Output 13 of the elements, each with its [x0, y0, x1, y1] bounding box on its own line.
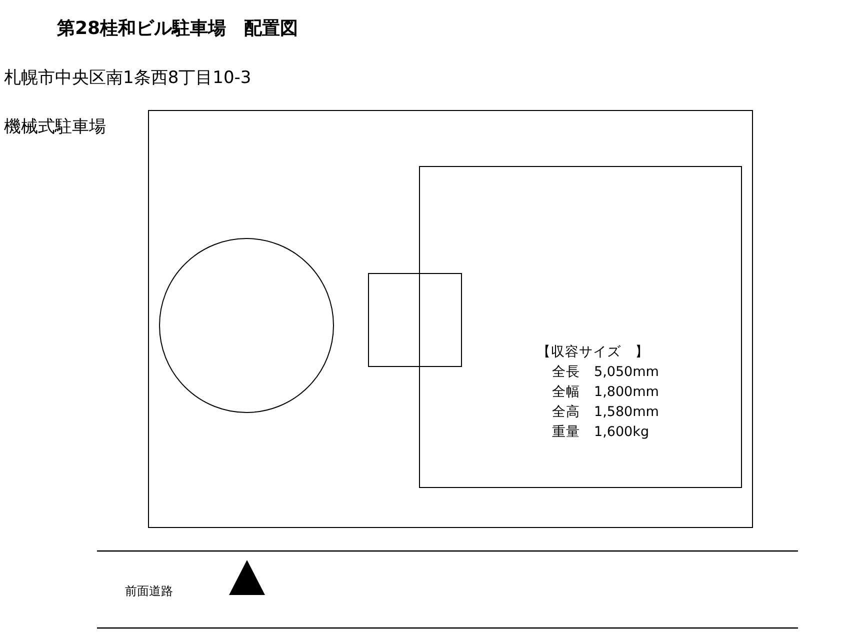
spec-text: 全長 5,050mm: [552, 363, 659, 381]
circle-area: [159, 238, 334, 413]
spec-text: 【収容サイズ 】: [537, 343, 649, 361]
parking-lot-outline: [148, 110, 753, 528]
parking-area-box: [419, 166, 742, 488]
spec-text: 全幅 1,800mm: [552, 383, 659, 401]
spec-text: 全高 1,580mm: [552, 403, 659, 421]
square-area: [368, 273, 462, 367]
area-label: 機械式駐車場: [4, 116, 106, 138]
diagram-title: 第28桂和ビル駐車場 配置図: [57, 17, 298, 40]
spec-text: 重量 1,600kg: [552, 423, 650, 441]
road-label: 前面道路: [125, 583, 173, 600]
address-text: 札幌市中央区南1条西8丁目10-3: [4, 67, 252, 89]
